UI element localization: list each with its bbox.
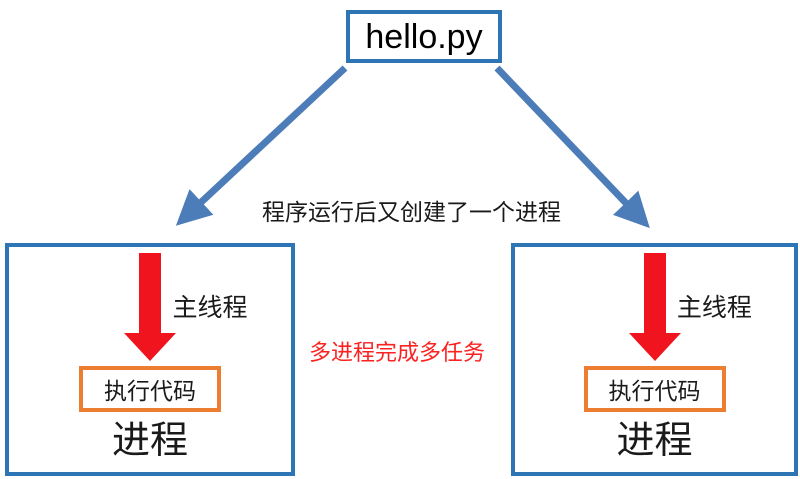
code-box-label: 执行代码 [608,378,701,404]
process-box-left: 主线程 执行代码 进程 [5,243,295,476]
main-thread-arrow-icon [124,253,176,361]
hello-py-label: hello.py [365,17,483,56]
process-name: 进程 [111,420,188,462]
process-box-right: 主线程 执行代码 进程 [511,243,798,476]
code-box: 执行代码 [583,366,726,412]
hello-py-box: hello.py [346,10,502,63]
main-thread-label: 主线程 [172,294,248,322]
main-thread-label: 主线程 [676,294,752,322]
main-thread-arrow-icon [628,253,681,361]
code-box-label: 执行代码 [104,378,196,404]
code-box: 执行代码 [79,366,221,412]
multiprocess-note: 多进程完成多任务 [309,340,486,365]
process-name: 进程 [616,420,693,462]
branch-annotation: 程序运行后又创建了一个进程 [262,199,561,225]
